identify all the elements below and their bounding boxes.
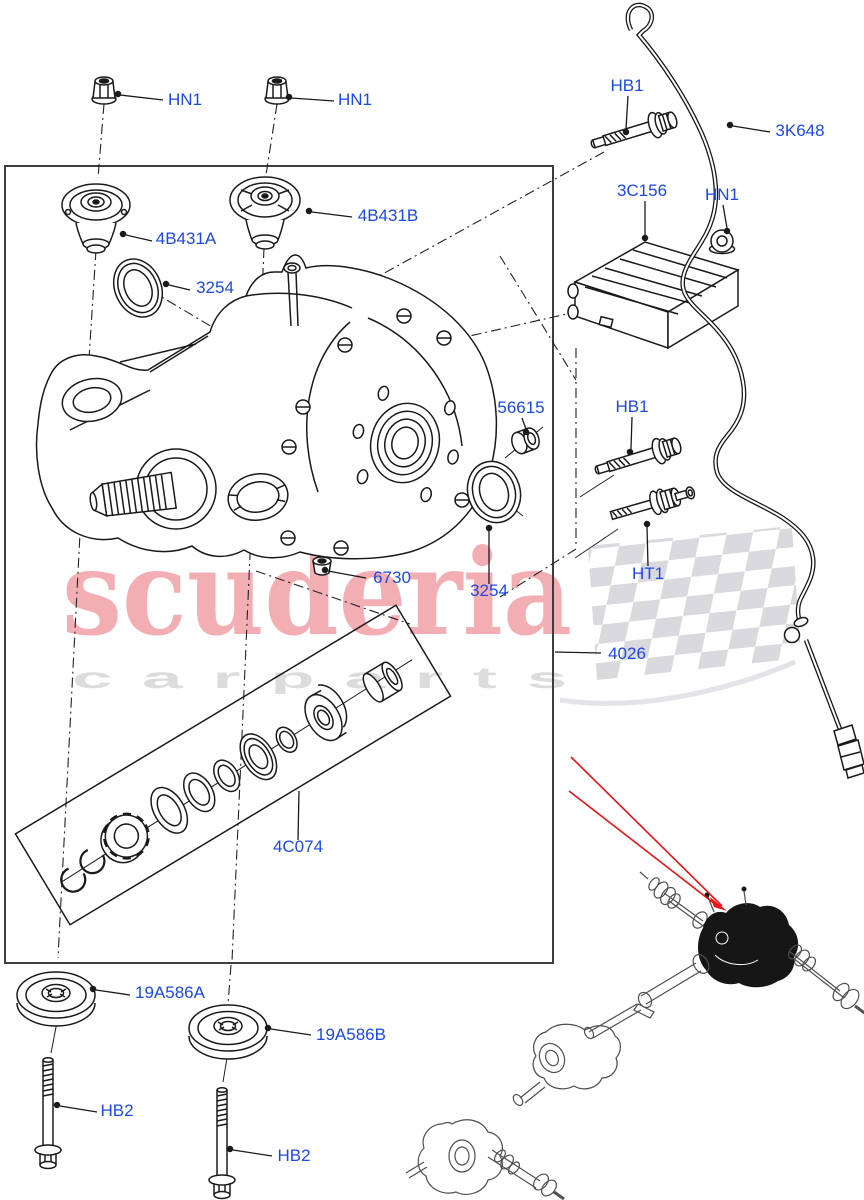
mounting-bushing-4b431b bbox=[229, 176, 301, 250]
part-label-hn1-1: HN1 bbox=[168, 90, 202, 109]
part-label-19a586b: 19A586B bbox=[316, 1025, 386, 1044]
leader-lines bbox=[53, 90, 771, 1157]
arrowhead bbox=[710, 897, 727, 911]
breather-pin bbox=[283, 262, 301, 327]
part-label-ht1: HT1 bbox=[632, 564, 664, 583]
pinion-sleeve bbox=[362, 661, 403, 703]
damper-module-3c156 bbox=[567, 241, 740, 350]
rear-differential-highlight bbox=[697, 903, 799, 988]
watermark-tagline-text: c a r p a r t s bbox=[72, 662, 572, 695]
checkered-flag-watermark bbox=[588, 526, 801, 680]
stud-ht1 bbox=[609, 486, 696, 521]
part-label-hb2-2: HB2 bbox=[277, 1146, 310, 1165]
side-bearing-bore bbox=[352, 385, 459, 503]
mount-disc-19a586b bbox=[188, 1004, 268, 1060]
flag-swoosh bbox=[559, 659, 796, 706]
part-label-3k648: 3K648 bbox=[775, 121, 824, 140]
part-label-3c156: 3C156 bbox=[617, 181, 667, 200]
mount-disc-19a586a bbox=[16, 971, 96, 1027]
part-label-3254-1: 3254 bbox=[196, 278, 234, 297]
differential-housing bbox=[35, 254, 498, 560]
seal-3254-lower bbox=[466, 460, 522, 524]
part-label-19a586a: 19A586A bbox=[135, 983, 206, 1002]
part-label-hn1-2: HN1 bbox=[338, 90, 372, 109]
diagram-frame bbox=[4, 165, 554, 964]
part-label-6730: 6730 bbox=[373, 568, 411, 587]
part-label-4b431a: 4B431A bbox=[156, 229, 217, 248]
locator-arrows bbox=[568, 756, 727, 911]
bolt-hb2-left bbox=[34, 1057, 62, 1170]
flange-nut-hn1-left bbox=[91, 76, 117, 105]
part-label-56615: 56615 bbox=[497, 398, 544, 417]
plug-6730 bbox=[312, 556, 332, 576]
pinion-bearing-kit-4c074 bbox=[14, 604, 452, 926]
part-label-hb1-top: HB1 bbox=[610, 76, 643, 95]
bolt-hb2-right bbox=[208, 1087, 236, 1200]
splined-output-shaft bbox=[89, 471, 178, 518]
pinion-flange-nut bbox=[100, 812, 150, 864]
pinion-bearing bbox=[304, 684, 348, 742]
bolt-hb1-top bbox=[586, 105, 681, 158]
drivetrain-locator-figure bbox=[405, 871, 864, 1200]
bolt-hb1-middle bbox=[590, 431, 685, 484]
part-label-4c074: 4C074 bbox=[273, 837, 323, 856]
part-label-4b431b: 4B431B bbox=[358, 206, 419, 225]
flange-nut-hn1-second bbox=[264, 76, 290, 105]
part-labels: HN1 HN1 HB1 3K648 3C156 HN1 4B431B 4B431… bbox=[100, 76, 824, 1165]
mounting-bushing-4b431a bbox=[61, 183, 131, 254]
part-label-hn1-3: HN1 bbox=[705, 185, 739, 204]
part-label-hb2-1: HB2 bbox=[100, 1101, 133, 1120]
sensor-harness-3k648 bbox=[625, 2, 864, 779]
part-label-4026: 4026 bbox=[608, 644, 646, 663]
part-label-3254-2: 3254 bbox=[470, 581, 508, 600]
part-label-hb1-mid: HB1 bbox=[615, 397, 648, 416]
seal-3254-upper bbox=[112, 258, 164, 318]
flange-nut-hn1-right bbox=[708, 229, 736, 255]
